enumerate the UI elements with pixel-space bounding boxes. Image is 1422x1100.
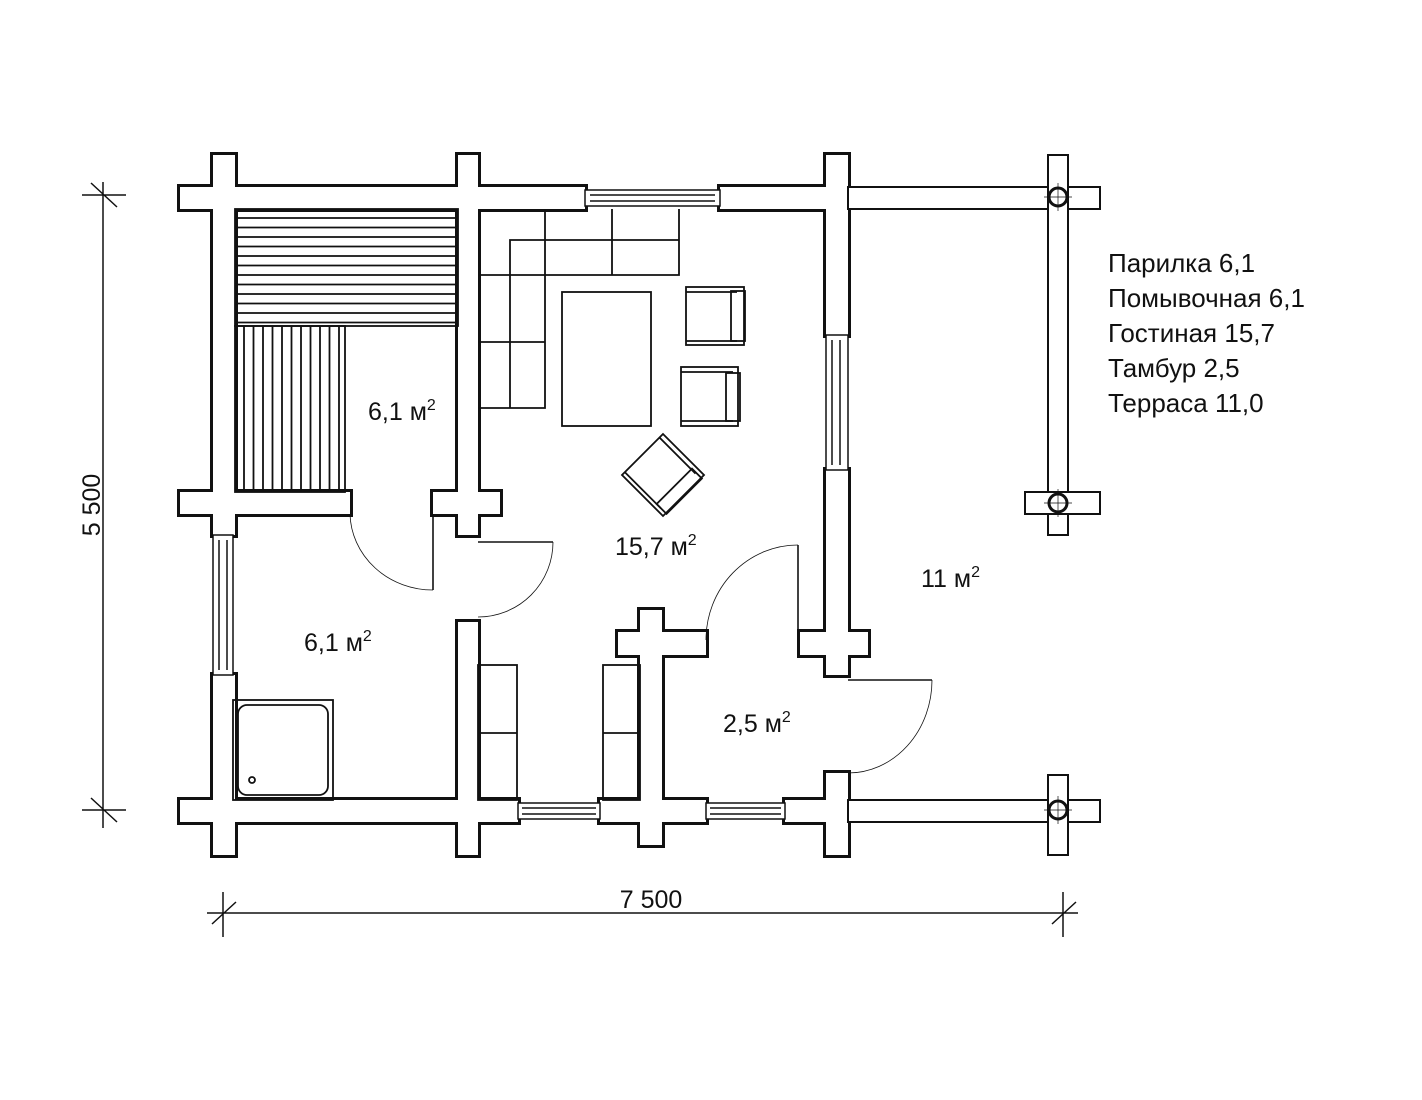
furniture [232,209,746,801]
terrace-posts [1044,183,1072,824]
dimension-lines [82,182,1078,937]
wall-segment [600,800,706,822]
wall-segment [785,800,848,822]
room-label-vestibule: 2,5 м2 [723,709,791,738]
wall-segment [800,632,868,655]
legend-item: Гостиная 15,7 [1108,318,1275,348]
doors [349,513,933,774]
coffee-table [561,291,652,427]
sauna-benches [234,208,459,493]
corner-sofa [478,209,680,409]
legend-item: Помывочная 6,1 [1108,283,1305,313]
wall-segment [213,675,235,855]
walls [177,152,871,858]
legend-item: Тамбур 2,5 [1108,353,1240,383]
area-legend: Парилка 6,1 Помывочная 6,1 Гостиная 15,7… [1108,246,1305,421]
room-label-washroom: 6,1 м2 [304,628,372,657]
wall-segment [180,187,585,209]
wall-segment [180,800,518,822]
room-label-terrace: 11 м2 [921,564,980,593]
washroom-bench [602,664,641,801]
armchair [680,366,741,427]
wall-segment [826,155,848,335]
shower-tray [232,699,334,801]
wall-segment [180,492,350,514]
wall-segment [826,470,848,675]
wall-segment [640,610,662,845]
wall-segment [720,187,848,209]
wall-segment [458,622,478,855]
height-dimension: 5 500 [78,474,106,537]
armchair [620,432,706,518]
wall-segment [458,155,478,535]
legend-item: Парилка 6,1 [1108,248,1256,278]
room-label-sauna: 6,1 м2 [368,397,436,426]
room-label-living: 15,7 м2 [615,532,697,561]
width-dimension: 7 500 [620,886,683,914]
armchair [685,286,746,346]
wall-segment [618,632,706,655]
windows [212,189,849,820]
wall-segment [433,492,500,514]
wall-segment [213,155,235,535]
legend-item: Терраса 11,0 [1108,388,1264,418]
washroom-bench [477,664,518,801]
